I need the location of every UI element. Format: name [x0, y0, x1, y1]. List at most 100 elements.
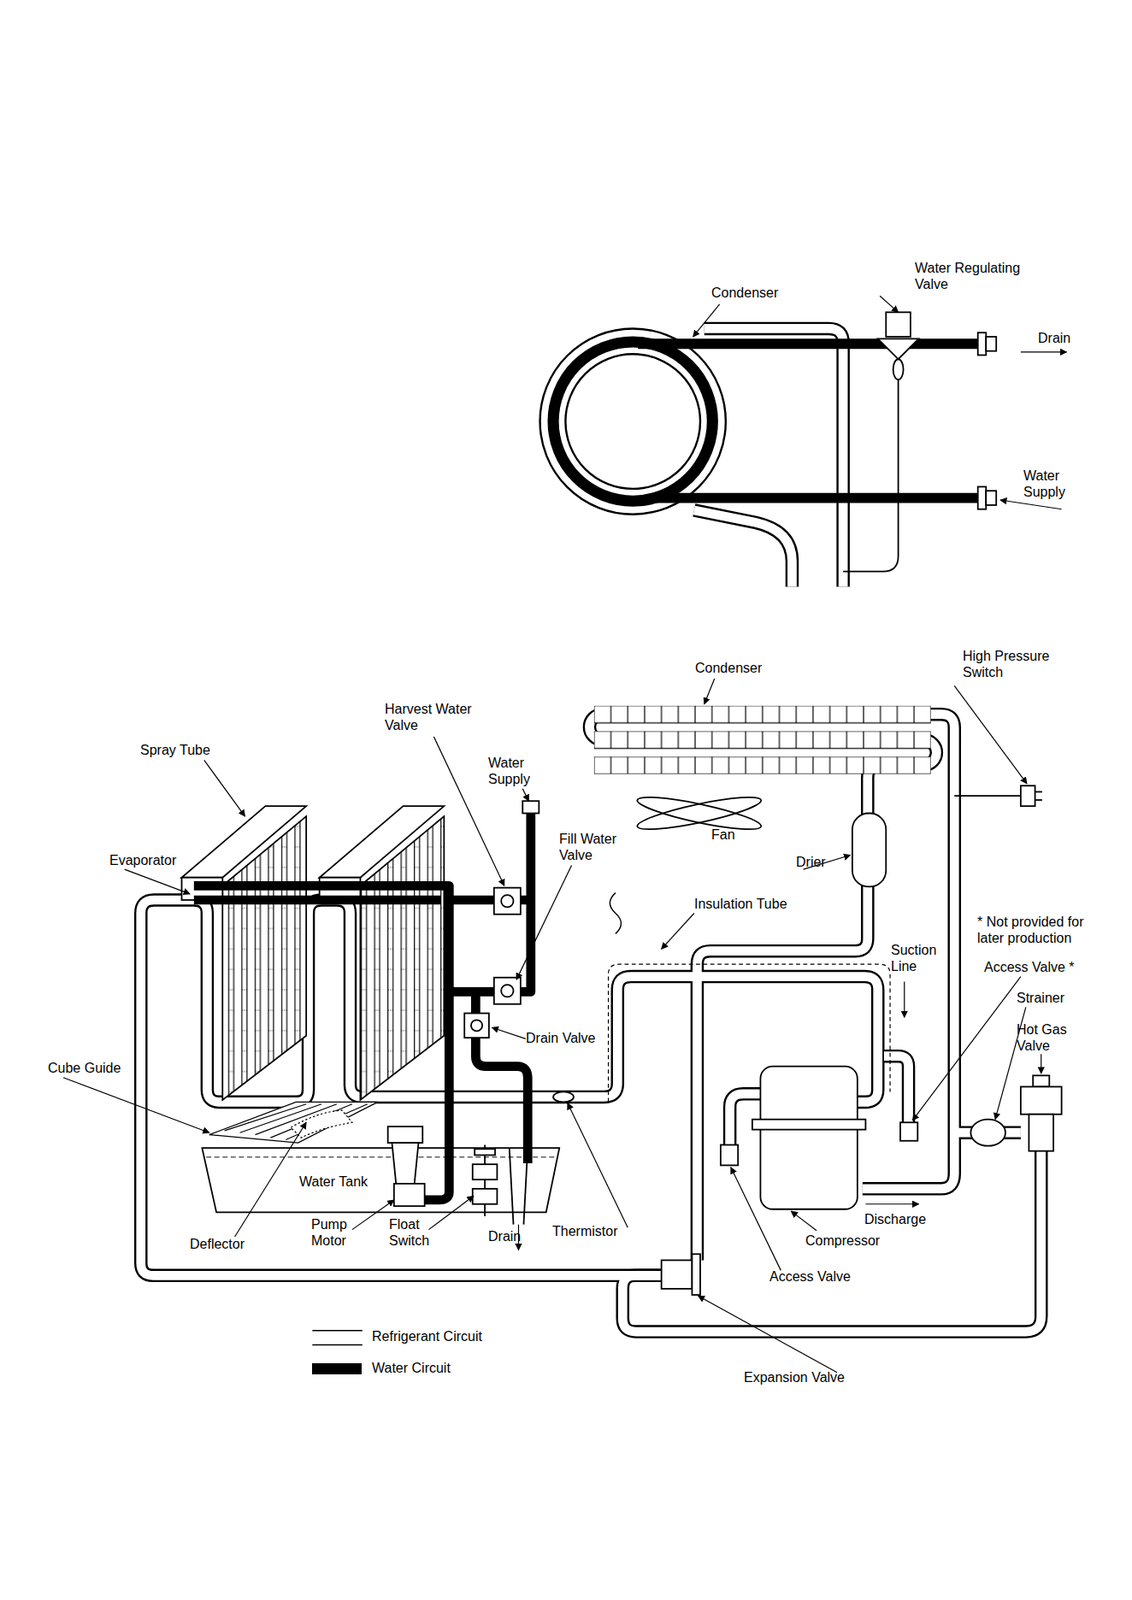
- part-label: Fan: [711, 826, 736, 844]
- evaporator: [319, 806, 445, 879]
- part-label: Water Supply: [1023, 467, 1080, 501]
- leader-line: [352, 1200, 395, 1231]
- water-cooled-condenser: [878, 338, 920, 360]
- refrigerant-tube: [141, 714, 1042, 1333]
- part-label: Fill Water Valve: [559, 831, 633, 864]
- float-switch-symbol: [474, 1149, 496, 1156]
- leader-line: [790, 1211, 817, 1232]
- leader-line: [954, 685, 1027, 785]
- water-tank: [201, 1148, 560, 1226]
- leader-line: [704, 678, 715, 705]
- legend-text: Refrigerant Circuit: [371, 1328, 483, 1345]
- leader-line: [903, 982, 905, 1019]
- valve-symbols: [553, 1091, 574, 1103]
- compressor-symbol: [752, 1067, 867, 1210]
- float-switch-symbol: [472, 1189, 498, 1205]
- float-switch-symbol: [472, 1145, 498, 1218]
- cube-guide: [290, 1110, 353, 1138]
- part-label: Water Tank: [299, 1173, 368, 1191]
- legend-text: Water Circuit: [371, 1360, 451, 1377]
- leader-line: [693, 304, 720, 337]
- part-label: Drain: [488, 1228, 521, 1245]
- part-label: Suction Line: [890, 942, 948, 975]
- leader-line: [661, 913, 695, 950]
- water-cooled-condenser: [540, 328, 726, 514]
- legend-line-sample: [312, 1331, 362, 1346]
- pump-motor-symbol: [388, 1126, 425, 1207]
- pump-motor-symbol: [394, 1184, 425, 1207]
- drier-symbol: [852, 813, 886, 888]
- cube-guide: [285, 1104, 368, 1141]
- water-cooled-condenser: [978, 486, 987, 509]
- leader-line: [522, 789, 529, 802]
- part-label: Harvest Water Valve: [384, 701, 482, 734]
- water-valve-symbols: [464, 801, 539, 1038]
- leader-line: [428, 1196, 474, 1230]
- water-pipe: [194, 885, 449, 1201]
- pressure-switch-symbol: [1035, 799, 1043, 802]
- part-label: Pump Motor: [311, 1216, 358, 1250]
- fan-symbol: [635, 791, 763, 837]
- leader-line: [491, 1027, 525, 1039]
- leader-line: [235, 1122, 307, 1238]
- part-label: Strainer: [1016, 990, 1065, 1007]
- legend-swatch: [312, 1363, 362, 1375]
- condenser-fins: [594, 706, 932, 775]
- leader-line: [204, 760, 246, 817]
- valve-symbols: [691, 1254, 701, 1296]
- part-label: Drain: [1037, 330, 1071, 347]
- refrigerant-tube: [589, 714, 955, 1262]
- part-label: High Pressure Switch: [962, 648, 1060, 681]
- cube-guide: [270, 1104, 353, 1138]
- valve-symbols: [720, 1145, 738, 1167]
- pressure-switch-symbol: [954, 795, 1021, 797]
- leader-line: [63, 1078, 210, 1133]
- leader-line: [731, 1167, 781, 1272]
- water-valve-symbols: [464, 1014, 490, 1039]
- water-cooled-condenser: [704, 328, 844, 587]
- part-label: Compressor: [805, 1232, 880, 1250]
- pump-motor-symbol: [388, 1126, 424, 1144]
- fan-symbol: [635, 791, 763, 837]
- valve-symbols: [1020, 1086, 1062, 1115]
- cube-guide: [209, 1102, 378, 1144]
- leader-line: [516, 865, 572, 980]
- water-cooled-condenser: [843, 379, 898, 572]
- part-label: Thermistor: [552, 1223, 618, 1240]
- evaporator: [182, 806, 445, 1101]
- valve-symbols: [900, 1122, 918, 1141]
- cube-guide: [209, 1102, 378, 1144]
- leader-line: [865, 1203, 919, 1205]
- water-cooled-condenser: [637, 338, 980, 349]
- water-valve-symbols: [494, 888, 521, 915]
- part-label: Float Switch: [389, 1216, 436, 1250]
- pressure-switch-symbol: [1020, 785, 1036, 807]
- refrigerant-tube: [884, 1056, 909, 1124]
- refrigerant-tube: [141, 714, 1042, 1333]
- part-label: Access Valve: [769, 1268, 851, 1286]
- pressure-switch-symbol: [1035, 791, 1043, 794]
- valve-symbols: [970, 1120, 1006, 1147]
- part-label: Deflector: [189, 1236, 245, 1253]
- valve-symbols: [661, 1260, 693, 1289]
- refrigerant-tube: [884, 1056, 909, 1124]
- water-cooled-condenser: [653, 493, 980, 504]
- leader-line: [63, 295, 1068, 1374]
- water-valve-symbols: [522, 801, 539, 814]
- water-cooled-condenser: [553, 341, 713, 502]
- water-valve-symbols: [501, 895, 513, 908]
- part-label: Cube Guide: [47, 1060, 121, 1077]
- leader-line: [1020, 351, 1068, 353]
- water-cooled-condenser: [985, 490, 997, 506]
- water-cooled-condenser: [978, 332, 987, 355]
- part-label: Evaporator: [109, 852, 177, 869]
- legend-line-sample: [312, 1344, 362, 1346]
- part-label: Drier: [795, 854, 826, 871]
- pump-motor-symbol: [391, 1143, 419, 1185]
- water-cooled-condenser: [893, 359, 904, 380]
- water-cooled-condenser: [985, 336, 997, 352]
- float-switch-symbol: [472, 1164, 498, 1180]
- pressure-switch-symbol: [954, 785, 1043, 807]
- condenser-fins: [594, 706, 932, 775]
